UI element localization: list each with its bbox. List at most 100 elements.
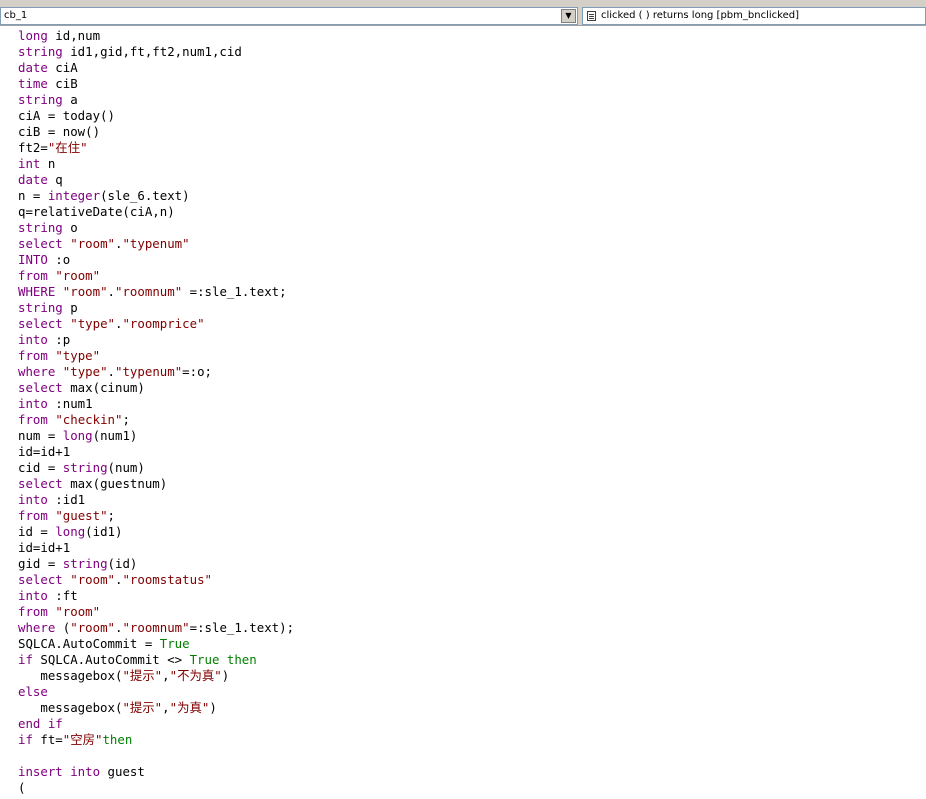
code-text: , — [162, 668, 170, 683]
code-text: :ft — [47, 588, 78, 603]
code-string: "typenum" — [115, 364, 183, 379]
event-dropdown-value: clicked ( ) returns long [pbm_bnclicked] — [601, 10, 799, 21]
code-line: into :p — [18, 332, 294, 348]
code-text — [55, 364, 62, 379]
code-line: date ciA — [18, 60, 294, 76]
code-line: from "checkin"; — [18, 412, 294, 428]
code-line: time ciB — [18, 76, 294, 92]
code-constant: True — [189, 652, 220, 667]
code-line: select max(guestnum) — [18, 476, 294, 492]
code-text: q=relativeDate(ciA,n) — [18, 204, 175, 219]
code-text: . — [115, 620, 123, 635]
event-dropdown[interactable]: clicked ( ) returns long [pbm_bnclicked] — [582, 7, 926, 25]
code-line: SQLCA.AutoCommit = True — [18, 636, 294, 652]
code-string: "room" — [70, 620, 115, 635]
code-keyword: string — [62, 460, 108, 475]
code-keyword: WHERE — [18, 284, 56, 299]
code-text — [219, 652, 226, 667]
code-text: max(guestnum) — [62, 476, 168, 491]
code-line: select max(cinum) — [18, 380, 294, 396]
code-string: "roomstatus" — [122, 572, 212, 587]
code-keyword: long — [62, 428, 93, 443]
code-text: . — [115, 572, 123, 587]
code-text — [55, 284, 62, 299]
code-string: "typenum" — [122, 236, 190, 251]
code-text: ( — [55, 620, 71, 635]
code-text: ( — [18, 780, 26, 795]
code-line: into :ft — [18, 588, 294, 604]
code-keyword: string — [18, 300, 63, 315]
code-line: ciA = today() — [18, 108, 294, 124]
code-constant: then — [102, 732, 133, 747]
code-line: INTO :o — [18, 252, 294, 268]
code-text: . — [107, 364, 116, 379]
code-line: where "type"."typenum"=:o; — [18, 364, 294, 380]
code-string: "roomnum" — [115, 284, 183, 299]
code-string: "room" — [55, 604, 101, 619]
code-text: =:o; — [182, 364, 212, 379]
code-line: from "guest"; — [18, 508, 294, 524]
event-script-icon — [587, 11, 596, 21]
code-line: if SQLCA.AutoCommit <> True then — [18, 652, 294, 668]
code-line: else — [18, 684, 294, 700]
code-line: int n — [18, 156, 294, 172]
code-text: ; — [122, 412, 130, 427]
code-line: gid = string(id) — [18, 556, 294, 572]
code-line: id=id+1 — [18, 444, 294, 460]
code-text: n — [40, 156, 56, 171]
code-string: "不为真" — [169, 668, 222, 683]
code-text: id1,gid,ft,ft2,num1,cid — [62, 44, 242, 59]
code-text: =:sle_1.text; — [182, 284, 287, 299]
object-dropdown[interactable]: cb_1 ▼ — [0, 7, 578, 25]
code-line: string id1,gid,ft,ft2,num1,cid — [18, 44, 294, 60]
code-string: "room" — [55, 268, 101, 283]
code-text: guest — [100, 764, 145, 779]
code-string: "type" — [55, 348, 101, 363]
code-text: id=id+1 — [18, 444, 71, 459]
code-keyword: long — [18, 28, 48, 43]
code-keyword: select — [18, 316, 63, 331]
code-text: =:sle_1.text); — [189, 620, 295, 635]
code-keyword: int — [18, 156, 41, 171]
code-line: where ("room"."roomnum"=:sle_1.text); — [18, 620, 294, 636]
code-keyword: time — [18, 76, 48, 91]
code-line: select "room"."typenum" — [18, 236, 294, 252]
code-line: select "type"."roomprice" — [18, 316, 294, 332]
code-text: :p — [47, 332, 71, 347]
code-text: , — [162, 700, 170, 715]
code-line: WHERE "room"."roomnum" =:sle_1.text; — [18, 284, 294, 300]
code-keyword: if — [18, 732, 33, 747]
code-text: (num1) — [92, 428, 138, 443]
code-line: from "type" — [18, 348, 294, 364]
code-line: string p — [18, 300, 294, 316]
code-line: date q — [18, 172, 294, 188]
code-text: cid = — [18, 460, 63, 475]
code-line: into :id1 — [18, 492, 294, 508]
code-line: q=relativeDate(ciA,n) — [18, 204, 294, 220]
code-line: string o — [18, 220, 294, 236]
code-keyword: select — [18, 572, 63, 587]
code-text: p — [62, 300, 78, 315]
code-line: insert into guest — [18, 764, 294, 780]
code-line: num = long(num1) — [18, 428, 294, 444]
code-line: if ft="空房"then — [18, 732, 294, 748]
code-text: messagebox( — [18, 668, 123, 683]
code-keyword: from — [18, 268, 48, 283]
code-line: id=id+1 — [18, 540, 294, 556]
object-dropdown-chevron-down-icon[interactable]: ▼ — [561, 9, 576, 23]
code-string: "room" — [70, 236, 115, 251]
code-keyword: from — [18, 508, 48, 523]
code-string: "提示" — [122, 668, 163, 683]
code-text: (id) — [107, 556, 138, 571]
code-line: long id,num — [18, 28, 294, 44]
code-line: n = integer(sle_6.text) — [18, 188, 294, 204]
code-text: a — [62, 92, 78, 107]
code-constant: True — [159, 636, 190, 651]
code-text: :o — [47, 252, 71, 267]
code-string: "room" — [62, 284, 108, 299]
code-keyword: select — [18, 380, 63, 395]
code-keyword: if — [18, 652, 33, 667]
code-keyword: integer — [47, 188, 101, 203]
